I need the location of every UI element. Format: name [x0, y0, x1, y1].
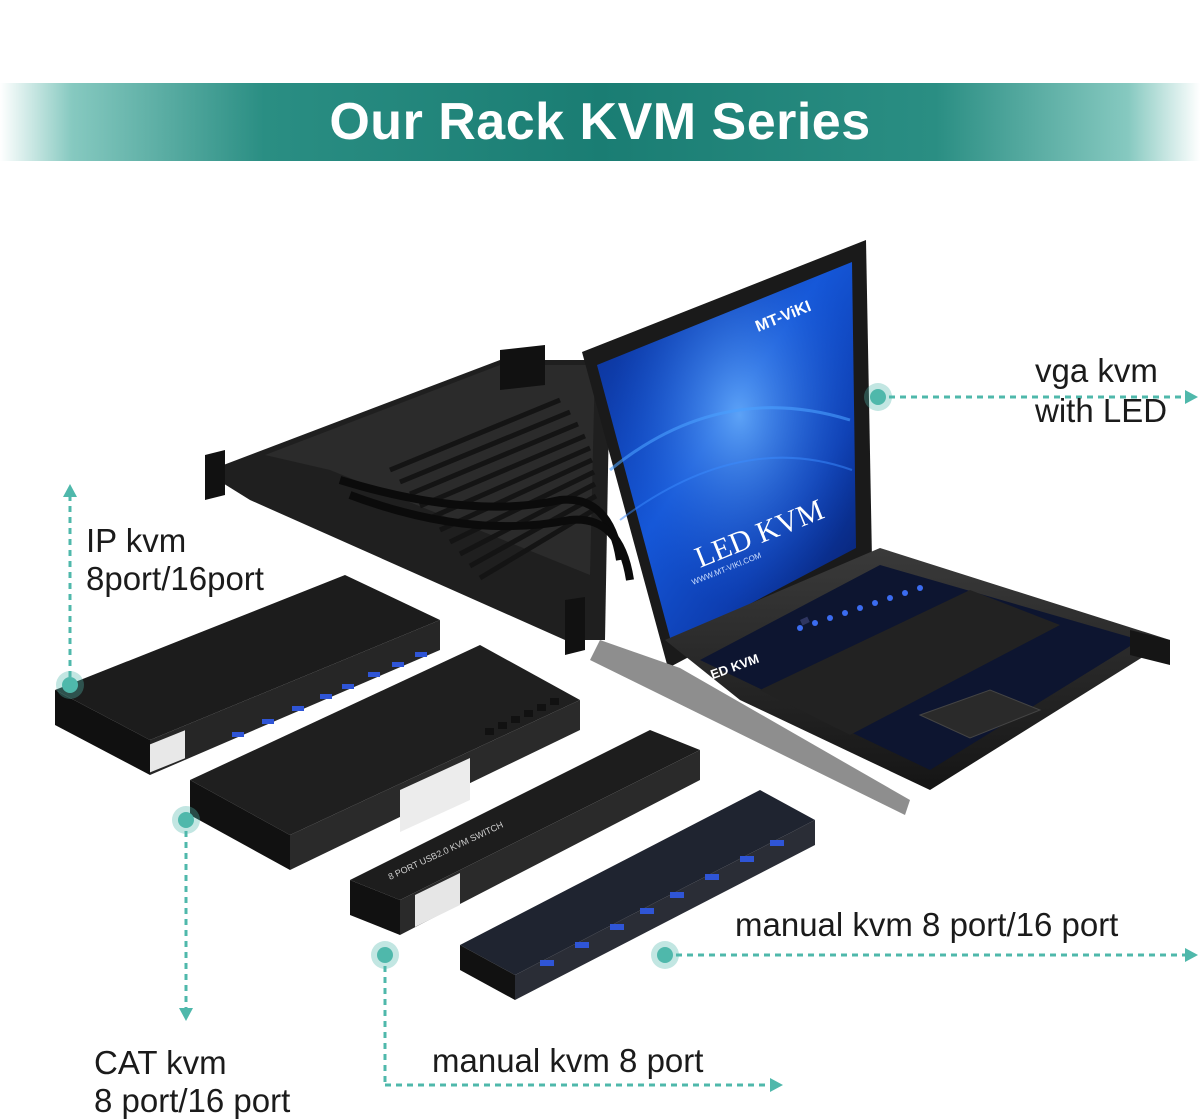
keyboard-tray: LED KVM: [590, 548, 1170, 815]
ip-kvm-device: [55, 575, 440, 775]
callout-dots: [56, 383, 892, 969]
callout-ip-line1: IP kvm: [86, 522, 187, 559]
product-illustration: MT-ViKI LED KVM WWW.MT-VIKI.COM LED KVM: [55, 240, 1198, 1092]
callout-manual-kvm-16: manual kvm 8 port/16 port: [735, 906, 1118, 944]
title-banner: [0, 83, 1200, 161]
rack-tray: [205, 345, 634, 655]
callout-cat-line1: CAT kvm: [94, 1044, 227, 1081]
callout-vga-kvm: vga kvm with LED: [1035, 352, 1167, 430]
callout-manual-kvm-8: manual kvm 8 port: [432, 1042, 703, 1080]
callout-ip-kvm: IP kvm 8port/16port: [86, 522, 264, 598]
lcd-monitor: MT-ViKI LED KVM WWW.MT-VIKI.COM: [582, 240, 872, 668]
callout-manual8-line1: manual kvm 8 port: [432, 1042, 704, 1079]
callout-ip-line2: 8port/16port: [86, 560, 264, 597]
callout-vga-line2: with LED: [1035, 392, 1168, 429]
callout-vga-line1: vga kvm: [1035, 352, 1158, 389]
callout-cat-line2: 8 port/16 port: [94, 1082, 291, 1119]
callout-manual16-line1: manual kvm 8 port/16 port: [735, 906, 1119, 943]
callout-cat-kvm: CAT kvm 8 port/16 port: [94, 1044, 290, 1120]
manual-kvm-16-device: [460, 790, 815, 1000]
callout-lines: [68, 395, 1185, 1087]
page-title: Our Rack KVM Series: [329, 93, 871, 151]
cat-kvm-device: [190, 645, 580, 870]
callout-arrows: [63, 390, 1198, 1092]
manual-kvm-8-device: 8 PORT USB2.0 KVM SWITCH: [350, 730, 700, 935]
